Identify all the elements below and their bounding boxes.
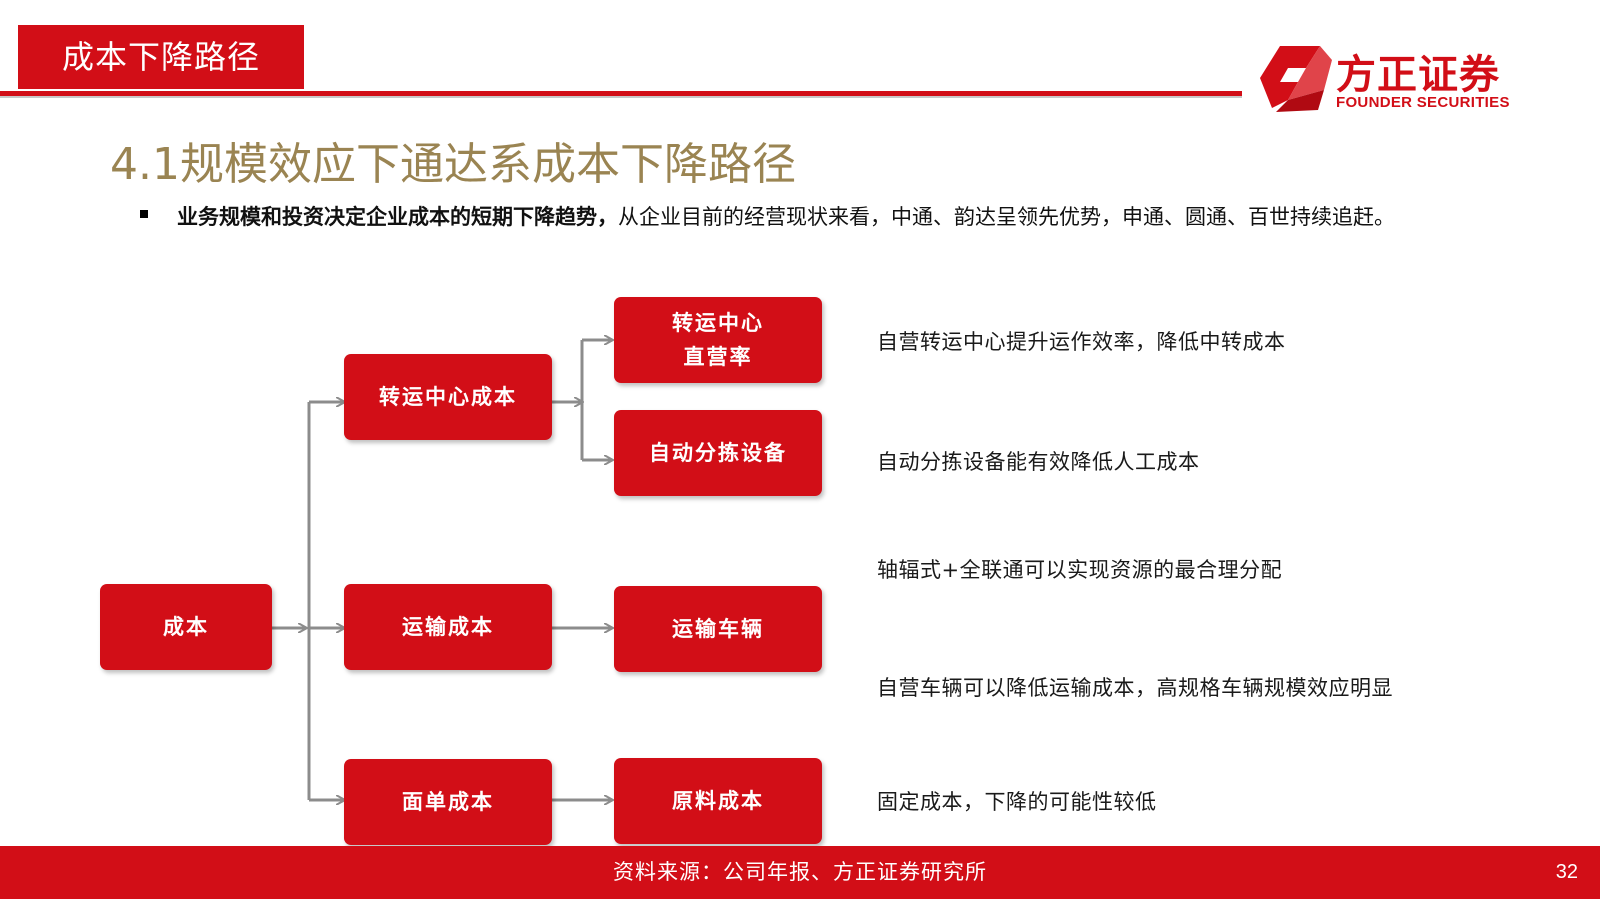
header-rule: [0, 91, 1242, 96]
footer-bar: [0, 846, 1600, 899]
desc-hub-efficiency: 自营转运中心提升运作效率，降低中转成本: [877, 330, 1286, 354]
bullet-text: 业务规模和投资决定企业成本的短期下降趋势，从企业目前的经营现状来看，中通、韵达呈…: [177, 203, 1467, 232]
node-auto-sorting: 自动分拣设备: [614, 410, 822, 496]
node-hub-direct-rate-line2: 直营率: [683, 345, 753, 369]
desc-sorting-labor: 自动分拣设备能有效降低人工成本: [877, 450, 1200, 474]
desc-vehicles-scale: 自营车辆可以降低运输成本，高规格车辆规模效应明显: [877, 676, 1393, 700]
node-vehicles: 运输车辆: [614, 586, 822, 672]
node-cost: 成本: [100, 584, 272, 670]
page-number: 32: [1555, 861, 1578, 883]
node-hub-cost: 转运中心成本: [344, 354, 552, 440]
bullet-text-bold: 业务规模和投资决定企业成本的短期下降趋势，: [177, 205, 618, 229]
node-raw-materials: 原料成本: [614, 758, 822, 844]
bullet-marker: [140, 210, 148, 218]
page-title: 4.1规模效应下通达系成本下降路径: [110, 139, 796, 190]
section-tab: 成本下降路径: [18, 25, 304, 89]
logo-text-cn: 方正证券: [1336, 52, 1500, 98]
desc-hub-spoke: 轴辐式+全联通可以实现资源的最合理分配: [877, 558, 1283, 582]
node-waybill-cost: 面单成本: [344, 759, 552, 845]
bullet-text-rest: 从企业目前的经营现状来看，中通、韵达呈领先优势，申通、圆通、百世持续追赶。: [618, 205, 1395, 229]
footer-source: 资料来源：公司年报、方正证券研究所: [613, 860, 987, 884]
node-hub-direct-rate: 转运中心 直营率: [614, 297, 822, 383]
node-transport-cost: 运输成本: [344, 584, 552, 670]
desc-fixed-cost: 固定成本，下降的可能性较低: [877, 790, 1157, 814]
header-rule-shadow: [0, 96, 1242, 98]
founder-logo-icon: [1260, 46, 1332, 112]
node-hub-direct-rate-line1: 转运中心: [672, 311, 764, 335]
logo-text-en: FOUNDER SECURITIES: [1336, 94, 1510, 111]
